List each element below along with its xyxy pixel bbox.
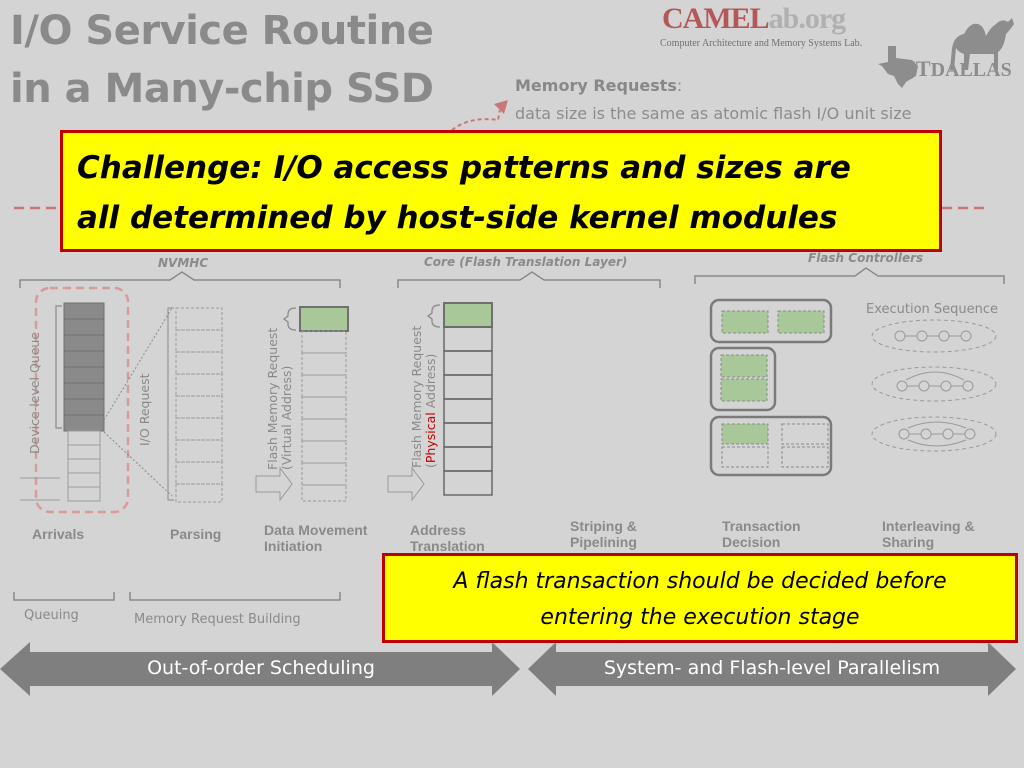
device-queue-label: Device-level Queue (27, 331, 42, 454)
io-request-label: I/O Request (137, 373, 152, 447)
right-double-arrow (528, 642, 1016, 696)
memory-requests-heading: Memory Requests: (515, 76, 682, 95)
brace-flash-controllers (694, 267, 1005, 284)
execution-sequence-2 (871, 366, 997, 402)
memory-requests-colon: : (676, 76, 683, 95)
memory-request-pointer-arrow (451, 109, 501, 131)
flash-request-virtual-label: Flash Memory Request (Virtual Address) (265, 327, 294, 470)
virtual-input-arrow (255, 466, 293, 502)
stage-data-movement-line1: Data Movement (264, 522, 368, 538)
transaction-group-bottom (709, 415, 833, 477)
stage-data-movement-line2: Initiation (264, 538, 323, 554)
stage-transaction-decision: Transaction Decision (722, 518, 801, 550)
stage-address-line1: Address (410, 522, 467, 538)
stage-striping-pipelining: Striping & Pipelining (570, 518, 637, 550)
flash-request-physical-line1: Flash Memory Request (409, 325, 424, 468)
stage-transaction-line2: Decision (722, 534, 781, 550)
brace-core (397, 271, 661, 288)
camel-lab-logo: CAMELab.org Computer Architecture and Me… (660, 2, 1020, 88)
flash-request-virtual-line2: (Virtual Address) (279, 365, 294, 470)
camel-icon (950, 18, 1014, 70)
flash-request-virtual-line1: Flash Memory Request (265, 327, 280, 470)
brace-nvmhc (19, 271, 341, 288)
fan-line-bottom (103, 431, 173, 497)
physical-flash-cell-filled (443, 302, 493, 328)
execution-sequence-label: Execution Sequence (866, 302, 999, 317)
brace-memory-request-building (129, 592, 341, 601)
challenge-line-1: Challenge: I/O access patterns and sizes… (77, 150, 851, 186)
parallelism-label: System- and Flash-level Parallelism (603, 657, 941, 679)
decision-line-2: entering the execution stage (540, 605, 860, 630)
fan-line-top (103, 307, 173, 421)
logo-lab-name: Computer Architecture and Memory Systems… (660, 38, 863, 49)
physical-cell-brace (426, 304, 441, 328)
logo-ut-text: UT (900, 56, 931, 81)
execution-sequence-3 (871, 416, 997, 452)
memory-requests-label: Memory Requests (515, 76, 677, 95)
left-double-arrow (0, 642, 520, 696)
flash-request-physical-label: Flash Memory Request (Physical Address) (409, 325, 438, 468)
physical-open-paren: ( (423, 463, 438, 468)
challenge-line-2: all determined by host-side kernel modul… (77, 200, 838, 236)
brace-queuing (13, 592, 115, 601)
title-line-1: I/O Service Routine (10, 8, 434, 54)
texas-icon (878, 46, 918, 88)
decision-line-1: A flash transaction should be decided be… (453, 569, 947, 594)
device-queue-highlight (34, 286, 130, 514)
flash-request-physical-line2: (Physical Address) (423, 326, 438, 468)
stage-interleaving-line1: Interleaving & (882, 518, 975, 534)
virtual-cell-brace (282, 307, 297, 331)
transaction-group-middle (709, 346, 777, 412)
stage-parsing: Parsing (170, 526, 222, 542)
physical-word: Physical (423, 412, 438, 464)
transaction-group-top (709, 298, 833, 344)
stage-transaction-line1: Transaction (722, 518, 801, 534)
group-memory-request-building: Memory Request Building (134, 612, 301, 627)
execution-sequence-1 (871, 319, 997, 353)
stage-striping-line1: Striping & (570, 518, 637, 534)
title-line-2: in a Many-chip SSD (10, 66, 434, 112)
section-nvmhc: NVMHC (158, 256, 209, 270)
group-queuing: Queuing (24, 608, 79, 623)
virtual-flash-cells (301, 330, 347, 502)
device-queue-cells (63, 302, 105, 502)
stage-address-line2: Translation (410, 538, 485, 554)
virtual-flash-cell-filled (299, 306, 349, 332)
transaction-decision-callout: A flash transaction should be decided be… (382, 553, 1018, 643)
stage-data-movement: Data Movement Initiation (264, 522, 367, 554)
stage-interleaving-line2: Sharing (882, 534, 935, 550)
section-core: Core (Flash Translation Layer) (424, 255, 628, 269)
out-of-order-scheduling-label: Out-of-order Scheduling (147, 657, 375, 679)
stage-arrivals: Arrivals (32, 526, 85, 542)
stage-interleaving-sharing: Interleaving & Sharing (882, 518, 975, 550)
stage-address-translation: Address Translation (410, 522, 485, 554)
memory-requests-description: data size is the same as atomic flash I/… (515, 104, 912, 123)
memory-request-pointer-head (494, 100, 508, 114)
slide-title: I/O Service Routine in a Many-chip SSD (10, 2, 510, 118)
stage-striping-line2: Pipelining (570, 534, 637, 550)
physical-flash-cells (443, 326, 493, 496)
section-flash-controllers: Flash Controllers (808, 251, 924, 265)
io-request-cells (175, 307, 223, 503)
challenge-callout: Challenge: I/O access patterns and sizes… (60, 130, 942, 252)
physical-close-paren: Address) (423, 353, 438, 413)
logo-dallas-text: DALLAS (930, 59, 1012, 81)
physical-input-arrow (387, 466, 425, 502)
logo-camel-text: CAMEL (662, 2, 770, 35)
device-queue-brace (55, 305, 62, 429)
logo-lab-text: ab.org (768, 2, 846, 35)
